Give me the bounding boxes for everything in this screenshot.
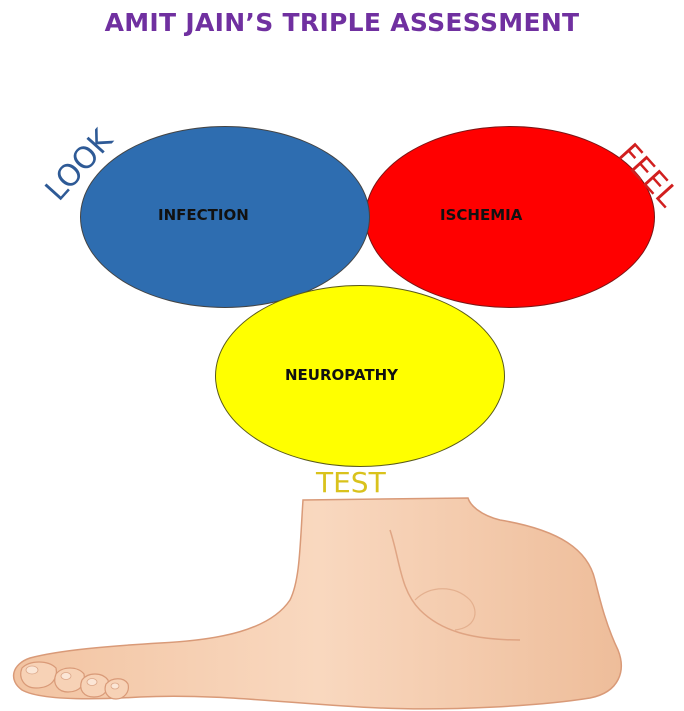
toe-1	[21, 662, 57, 688]
toe-2	[55, 668, 85, 692]
neuropathy-label: NEUROPATHY	[285, 366, 398, 384]
infection-label: INFECTION	[158, 206, 249, 224]
ischemia-label: ISCHEMIA	[440, 206, 522, 224]
toe-3	[81, 674, 109, 697]
test-label: TEST	[316, 466, 386, 499]
